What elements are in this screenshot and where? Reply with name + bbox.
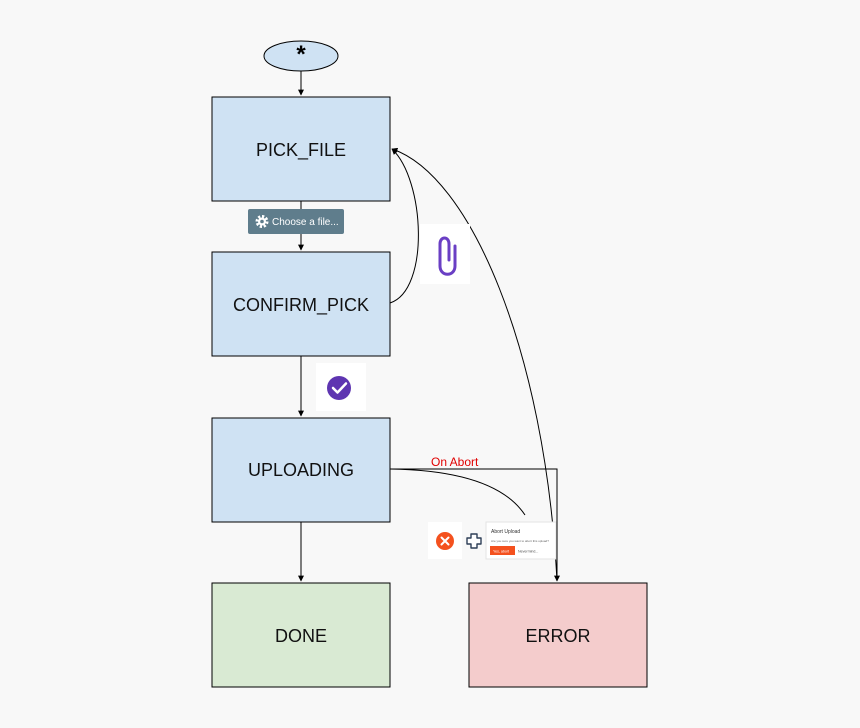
abort-dialog-message: Are you sure you want to abort this uplo…: [491, 539, 549, 543]
on-abort-label: On Abort: [431, 455, 479, 469]
choose-file-button[interactable]: Choose a file...: [248, 209, 344, 234]
close-circle-icon: [428, 522, 462, 559]
abort-dialog-no-label[interactable]: Nevermind...: [518, 550, 538, 554]
edge-uploading-abort-dialog: [389, 468, 526, 516]
state-error: [468, 582, 648, 688]
state-uploading: [211, 417, 391, 523]
plus-icon: [466, 533, 482, 549]
state-uploading-label: UPLOADING: [248, 460, 354, 480]
check-circle-icon: [316, 363, 366, 411]
edge-uploading-to-error-on-abort: [390, 468, 560, 582]
abort-dialog-title: Abort Upload: [491, 529, 520, 535]
state-pick-file: [211, 96, 391, 202]
edge-error-to-pick-file: [391, 147, 558, 582]
state-done: [211, 582, 391, 688]
state-confirm-pick: [211, 251, 391, 357]
state-pick-file-label: PICK_FILE: [256, 140, 346, 161]
abort-dialog: Abort Upload Are you sure you want to ab…: [485, 521, 557, 560]
paperclip-icon: [420, 224, 470, 284]
state-error-label: ERROR: [525, 626, 590, 646]
choose-file-label: Choose a file...: [272, 217, 339, 228]
start-node: [263, 40, 339, 72]
edge-confirm-pick-to-pick-file: [389, 148, 419, 304]
state-done-label: DONE: [275, 626, 327, 646]
gear-icon: [255, 215, 269, 228]
abort-dialog-yes-label: Yes, abort: [493, 550, 509, 554]
start-label: *: [296, 41, 306, 68]
abort-dialog-yes-button[interactable]: [490, 546, 515, 555]
state-confirm-pick-label: CONFIRM_PICK: [233, 295, 369, 316]
